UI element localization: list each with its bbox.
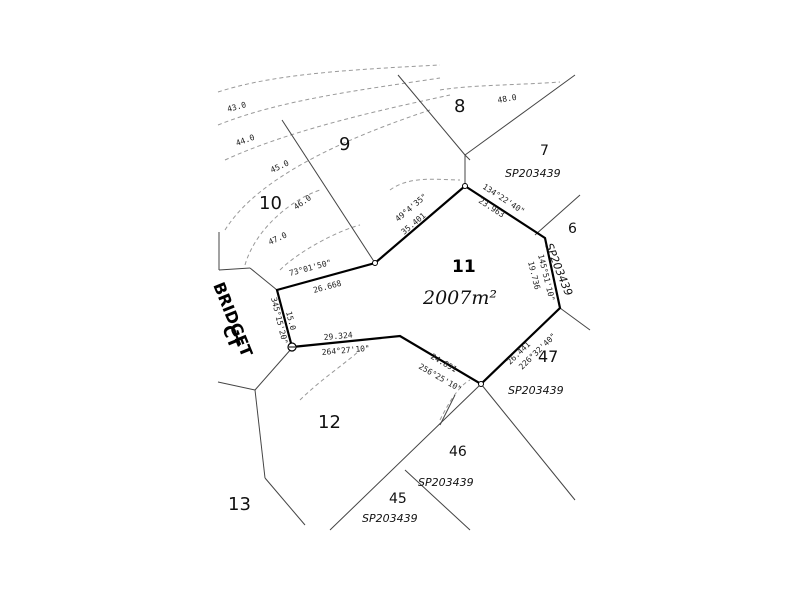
contour-label-43: 43.0 — [226, 100, 247, 114]
contour-label-44: 44.0 — [235, 133, 256, 148]
lot-number-7: 7 — [540, 143, 549, 159]
lot-plan-7: SP203439 — [505, 167, 561, 180]
contour-label-46: 46.0 — [292, 193, 313, 212]
lot-number-12: 12 — [318, 412, 341, 433]
lot-number-9: 9 — [339, 134, 350, 155]
contour-label-47: 47.0 — [267, 230, 288, 246]
lot-number-46: 46 — [449, 444, 467, 460]
dim-sw-bearing: 264°27'10" — [321, 344, 370, 357]
dim-sw-distance: 29.324 — [323, 330, 353, 342]
lot-plan-47: SP203439 — [508, 384, 564, 397]
contour-labels: 43.0 44.0 45.0 46.0 47.0 48.0 — [226, 93, 517, 247]
lot-number-13: 13 — [228, 494, 251, 515]
lot-number-10: 10 — [259, 193, 282, 214]
lot-11-boundary — [275, 183, 562, 387]
lot-plan-45: SP203439 — [362, 512, 418, 525]
contour-lines — [217, 64, 561, 421]
neighbour-boundaries — [217, 74, 591, 531]
main-lot-area: 2007m² — [422, 287, 497, 309]
main-lot-number: 11 — [452, 257, 476, 277]
lot-number-45: 45 — [389, 491, 407, 507]
contour-label-48: 48.0 — [497, 93, 518, 105]
lot-number-6: 6 — [568, 221, 577, 237]
lot-number-47: 47 — [538, 347, 558, 366]
dim-nw-distance: 26.668 — [312, 279, 342, 295]
boundary-dimensions: 49°4'35" 35.401 134°22'40" 23.963 145°51… — [269, 182, 558, 394]
dim-nw-bearing: 73°01'50" — [288, 258, 332, 278]
lot-plan-46: SP203439 — [418, 476, 474, 489]
lot-number-8: 8 — [454, 96, 465, 117]
